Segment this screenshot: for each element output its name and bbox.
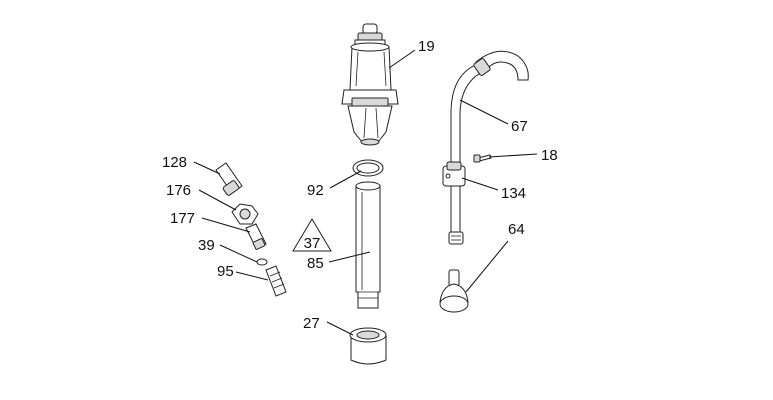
part-64-strainer-foot bbox=[439, 269, 469, 313]
callout-64: 64 bbox=[508, 221, 525, 238]
callout-176: 176 bbox=[166, 182, 191, 199]
callout-27: 27 bbox=[303, 315, 320, 332]
callout-128: 128 bbox=[162, 154, 187, 171]
part-85-cylinder bbox=[355, 181, 381, 309]
callout-18: 18 bbox=[541, 147, 558, 164]
part-18-screw bbox=[473, 154, 492, 163]
part-176-nut bbox=[231, 203, 259, 225]
warning-triangle-37: 37 bbox=[292, 218, 332, 252]
part-27-base-nut bbox=[349, 327, 387, 365]
warning-triangle-number: 37 bbox=[304, 235, 321, 252]
callout-92: 92 bbox=[307, 182, 324, 199]
callout-134: 134 bbox=[501, 185, 526, 202]
callout-85: 85 bbox=[307, 255, 324, 272]
callout-labels: 19 67 18 92 134 128 176 177 39 95 64 85 … bbox=[162, 38, 558, 332]
part-95-inlet-housing bbox=[265, 265, 287, 297]
callout-67: 67 bbox=[511, 118, 528, 135]
leader-lines bbox=[193, 49, 538, 336]
callout-19: 19 bbox=[418, 38, 435, 55]
part-128-inlet-fitting bbox=[215, 162, 243, 196]
part-177-valve-body bbox=[245, 223, 267, 250]
part-134-clamp bbox=[442, 161, 466, 187]
callout-95: 95 bbox=[217, 263, 234, 280]
callout-39: 39 bbox=[198, 237, 215, 254]
part-19-pump-housing bbox=[341, 23, 399, 146]
part-67-return-tube bbox=[448, 50, 529, 245]
callout-177: 177 bbox=[170, 210, 195, 227]
part-39-ring bbox=[256, 258, 268, 266]
part-92-o-ring bbox=[352, 159, 384, 177]
